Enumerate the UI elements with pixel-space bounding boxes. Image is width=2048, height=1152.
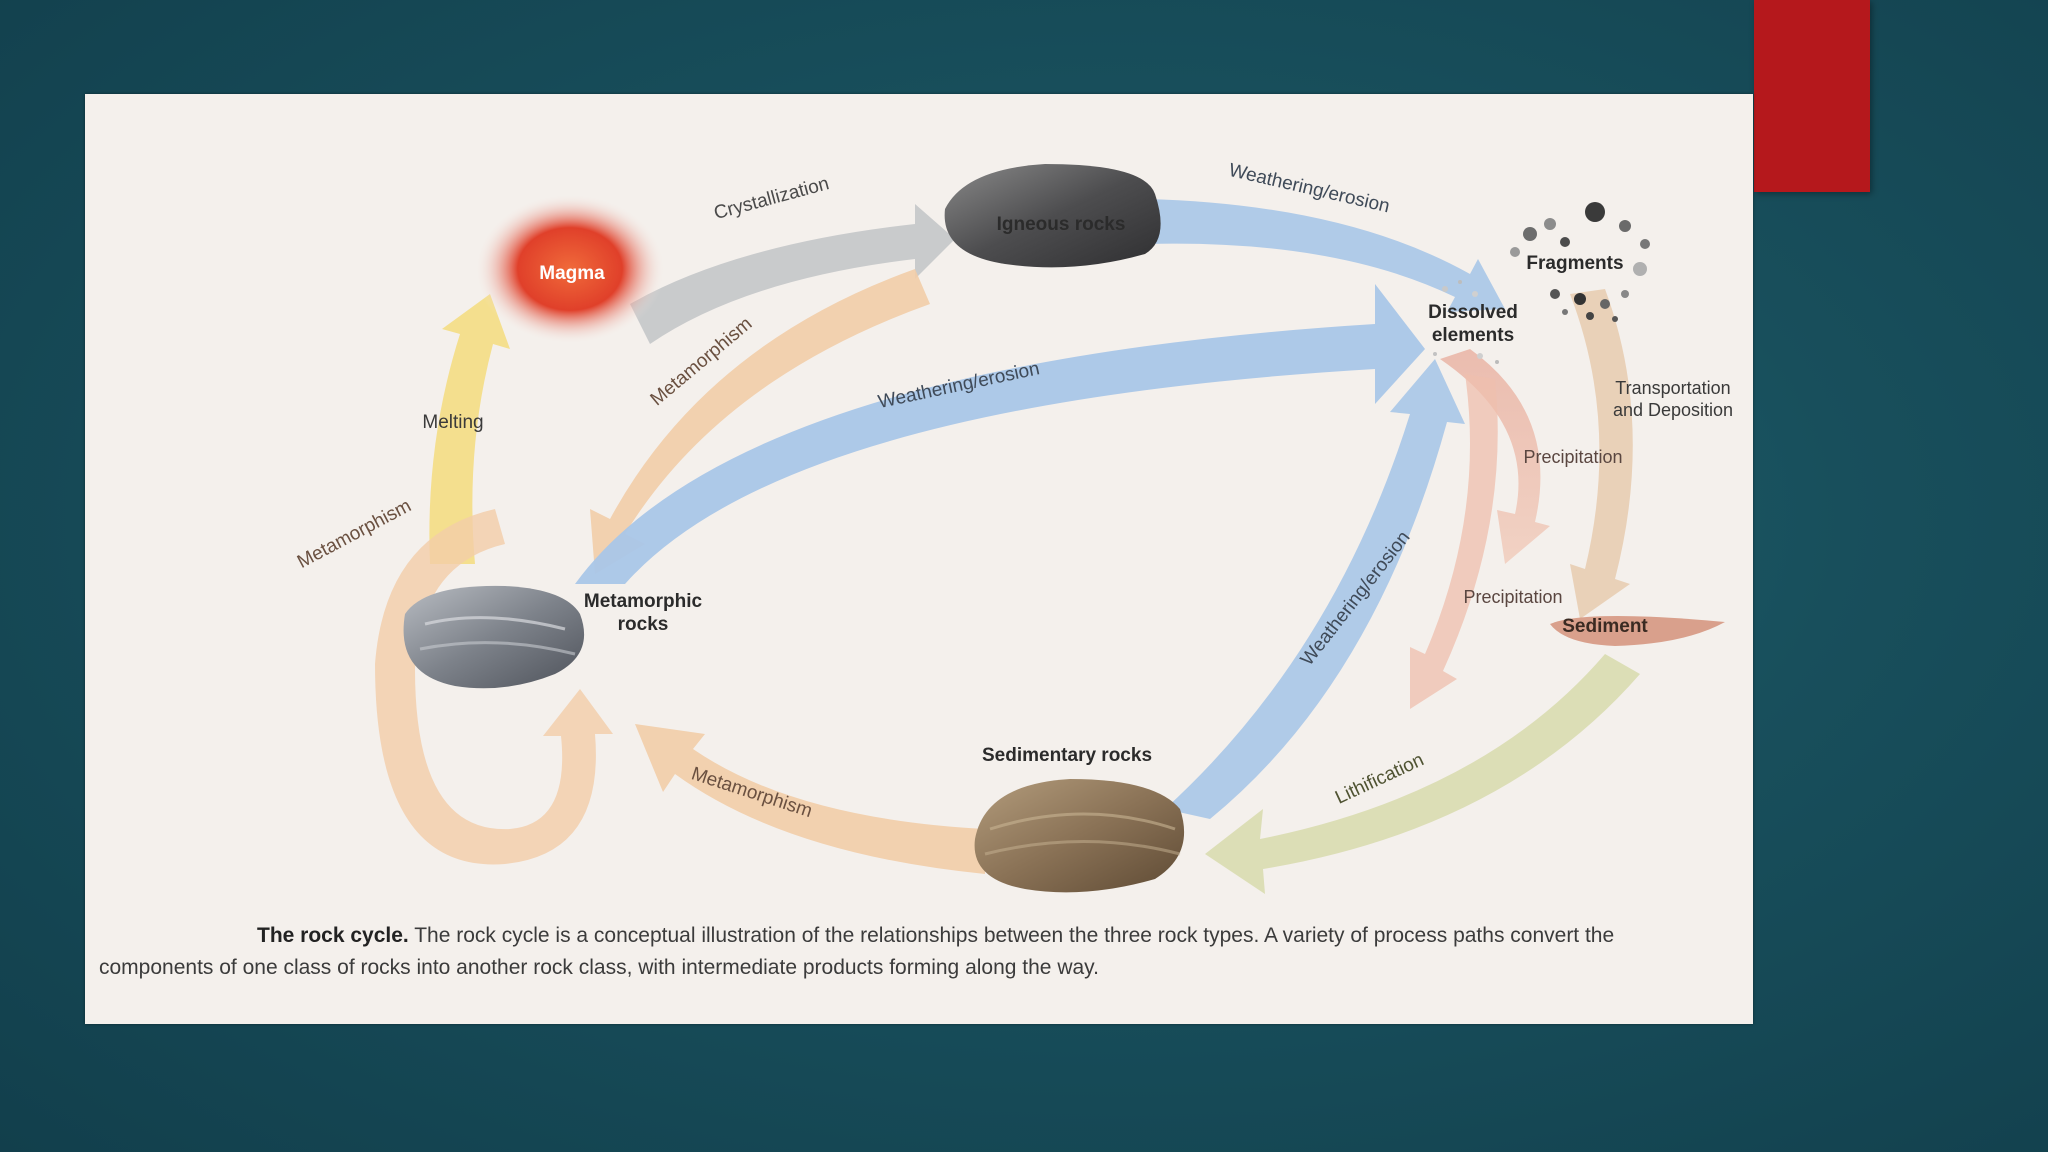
crystallization-arrow: [630, 204, 955, 344]
figure-caption: The rock cycle. The rock cycle is a conc…: [99, 920, 1739, 984]
metamorphism-loop-label: Metamorphism: [294, 495, 415, 573]
melting-label: Melting: [422, 412, 483, 433]
metamorphic-label-1: Metamorphic: [584, 591, 703, 612]
rock-cycle-diagram: Magma Igneous rocks Metamorphic rocks Se…: [294, 160, 1733, 894]
metamorphic-label-2: rocks: [618, 614, 669, 635]
transport-arrow: [1570, 289, 1633, 619]
fragments-cluster: [1510, 202, 1650, 322]
sediment-pile: [1550, 615, 1725, 646]
sediment-label: Sediment: [1562, 616, 1648, 637]
sedimentary-rock: [974, 779, 1185, 893]
weathering-diagonal-label: Weathering/erosion: [1297, 527, 1415, 669]
transport-label-2: and Deposition: [1613, 400, 1733, 420]
magma-label: Magma: [539, 263, 605, 284]
red-accent-bar: [1754, 0, 1870, 192]
transport-label-1: Transportation: [1615, 378, 1730, 398]
precipitation-label-1: Precipitation: [1523, 447, 1622, 467]
metamorphism-bottom-arrow: [635, 724, 985, 874]
igneous-rock: [944, 164, 1161, 268]
sedimentary-label: Sedimentary rocks: [982, 745, 1152, 766]
caption-line-1: The rock cycle. The rock cycle is a conc…: [99, 920, 1739, 952]
dissolved-speckles: [1433, 280, 1499, 364]
dissolved-label-2: elements: [1432, 325, 1514, 346]
melting-arrow: [429, 294, 510, 564]
crystallization-label: Crystallization: [712, 173, 832, 224]
metamorphic-rock: [403, 585, 585, 689]
lithification-arrow: [1205, 654, 1640, 894]
caption-line1-text: The rock cycle is a conceptual illustrat…: [408, 924, 1615, 947]
weathering-diagonal-arrow: [1165, 359, 1465, 819]
weathering-top-arrow: [1145, 199, 1505, 312]
caption-title: The rock cycle.: [257, 924, 409, 947]
rock-cycle-figure: Magma Igneous rocks Metamorphic rocks Se…: [85, 94, 1753, 1024]
igneous-label: Igneous rocks: [997, 214, 1126, 235]
precipitation-arrows: [1410, 349, 1550, 709]
dissolved-label-1: Dissolved: [1428, 302, 1518, 323]
precipitation-label-2: Precipitation: [1463, 587, 1562, 607]
magma-node: [475, 194, 665, 344]
fragments-label: Fragments: [1526, 253, 1623, 274]
caption-line-2: components of one class of rocks into an…: [99, 956, 1099, 979]
weathering-middle-arrow: [575, 284, 1425, 584]
